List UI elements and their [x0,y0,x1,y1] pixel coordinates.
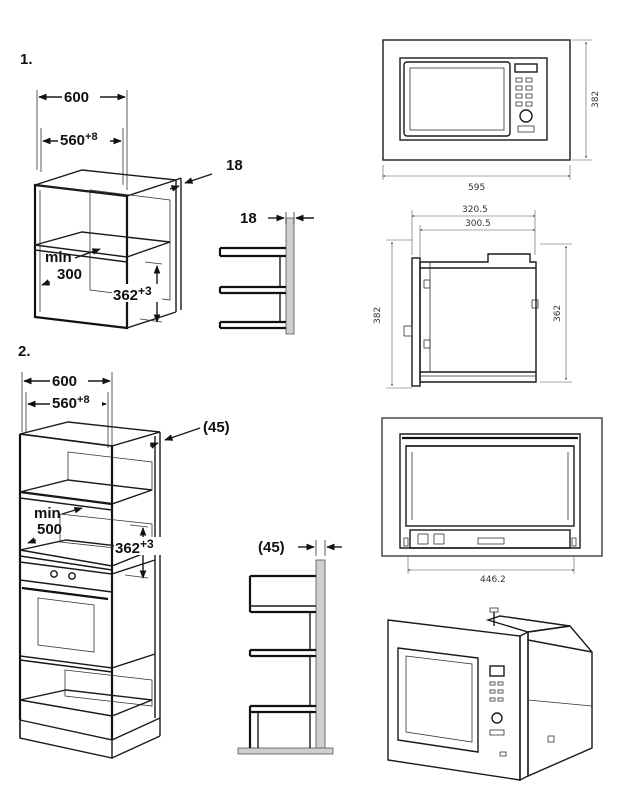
side-depth-300-5: 300.5 [465,219,491,229]
dim-362-s1: 362+3 [112,261,163,323]
panel-18-label-s1: 18 [226,157,243,174]
dim-600-s1: 600 [36,88,128,190]
min-label-s2: min [34,505,61,522]
tall-cabinet-s2 [18,421,161,759]
side-gap-45-label: (45) [258,539,285,556]
inner-560-label-s2: 560+8 [52,394,90,412]
dim-560-s1: 560+8 [40,128,124,185]
width-600-label-s2: 600 [52,373,77,390]
panel-45-label-s2: (45) [203,419,230,436]
inner-560-label-s1: 560+8 [60,131,98,149]
side-height-382: 382 [373,307,383,324]
top-width-446-2: 446.2 [480,575,506,585]
side-gap-18-label: 18 [240,210,257,227]
dim-18-panel-s1: 18 [169,157,243,192]
dim-560-s2: 560+8 [25,390,109,448]
side-height-362: 362 [553,305,563,322]
min-label-s1: min [45,249,72,266]
dim-min-500: min 500 [27,505,83,544]
front-view: 595 382 [382,39,601,193]
height-362-label-s1: 362+3 [113,284,152,304]
side-detail-s1: 18 [218,210,314,335]
height-362-label-s2: 362+3 [115,537,154,557]
side-detail-s2: (45) [237,539,342,755]
section-2-number: 2. [18,343,31,360]
perspective-view [387,607,593,782]
front-height-382: 382 [591,91,601,108]
wall-cabinet-s1 [33,169,182,330]
dim-min-300: min 300 [41,248,101,286]
side-view: 320.5 300.5 382 362 [373,205,572,389]
width-600-label-s1: 600 [64,89,89,106]
dim-45-panel-s2: (45) [149,419,230,449]
front-width-595: 595 [468,183,485,193]
section-1-number: 1. [20,51,33,68]
dim-362-s2: 362+3 [114,524,164,579]
side-depth-320-5: 320.5 [462,205,488,215]
top-view: 446.2 [381,417,603,585]
min-300-label: 300 [57,266,82,283]
min-500-label: 500 [37,521,62,538]
dim-600-s2: 600 [21,372,113,448]
